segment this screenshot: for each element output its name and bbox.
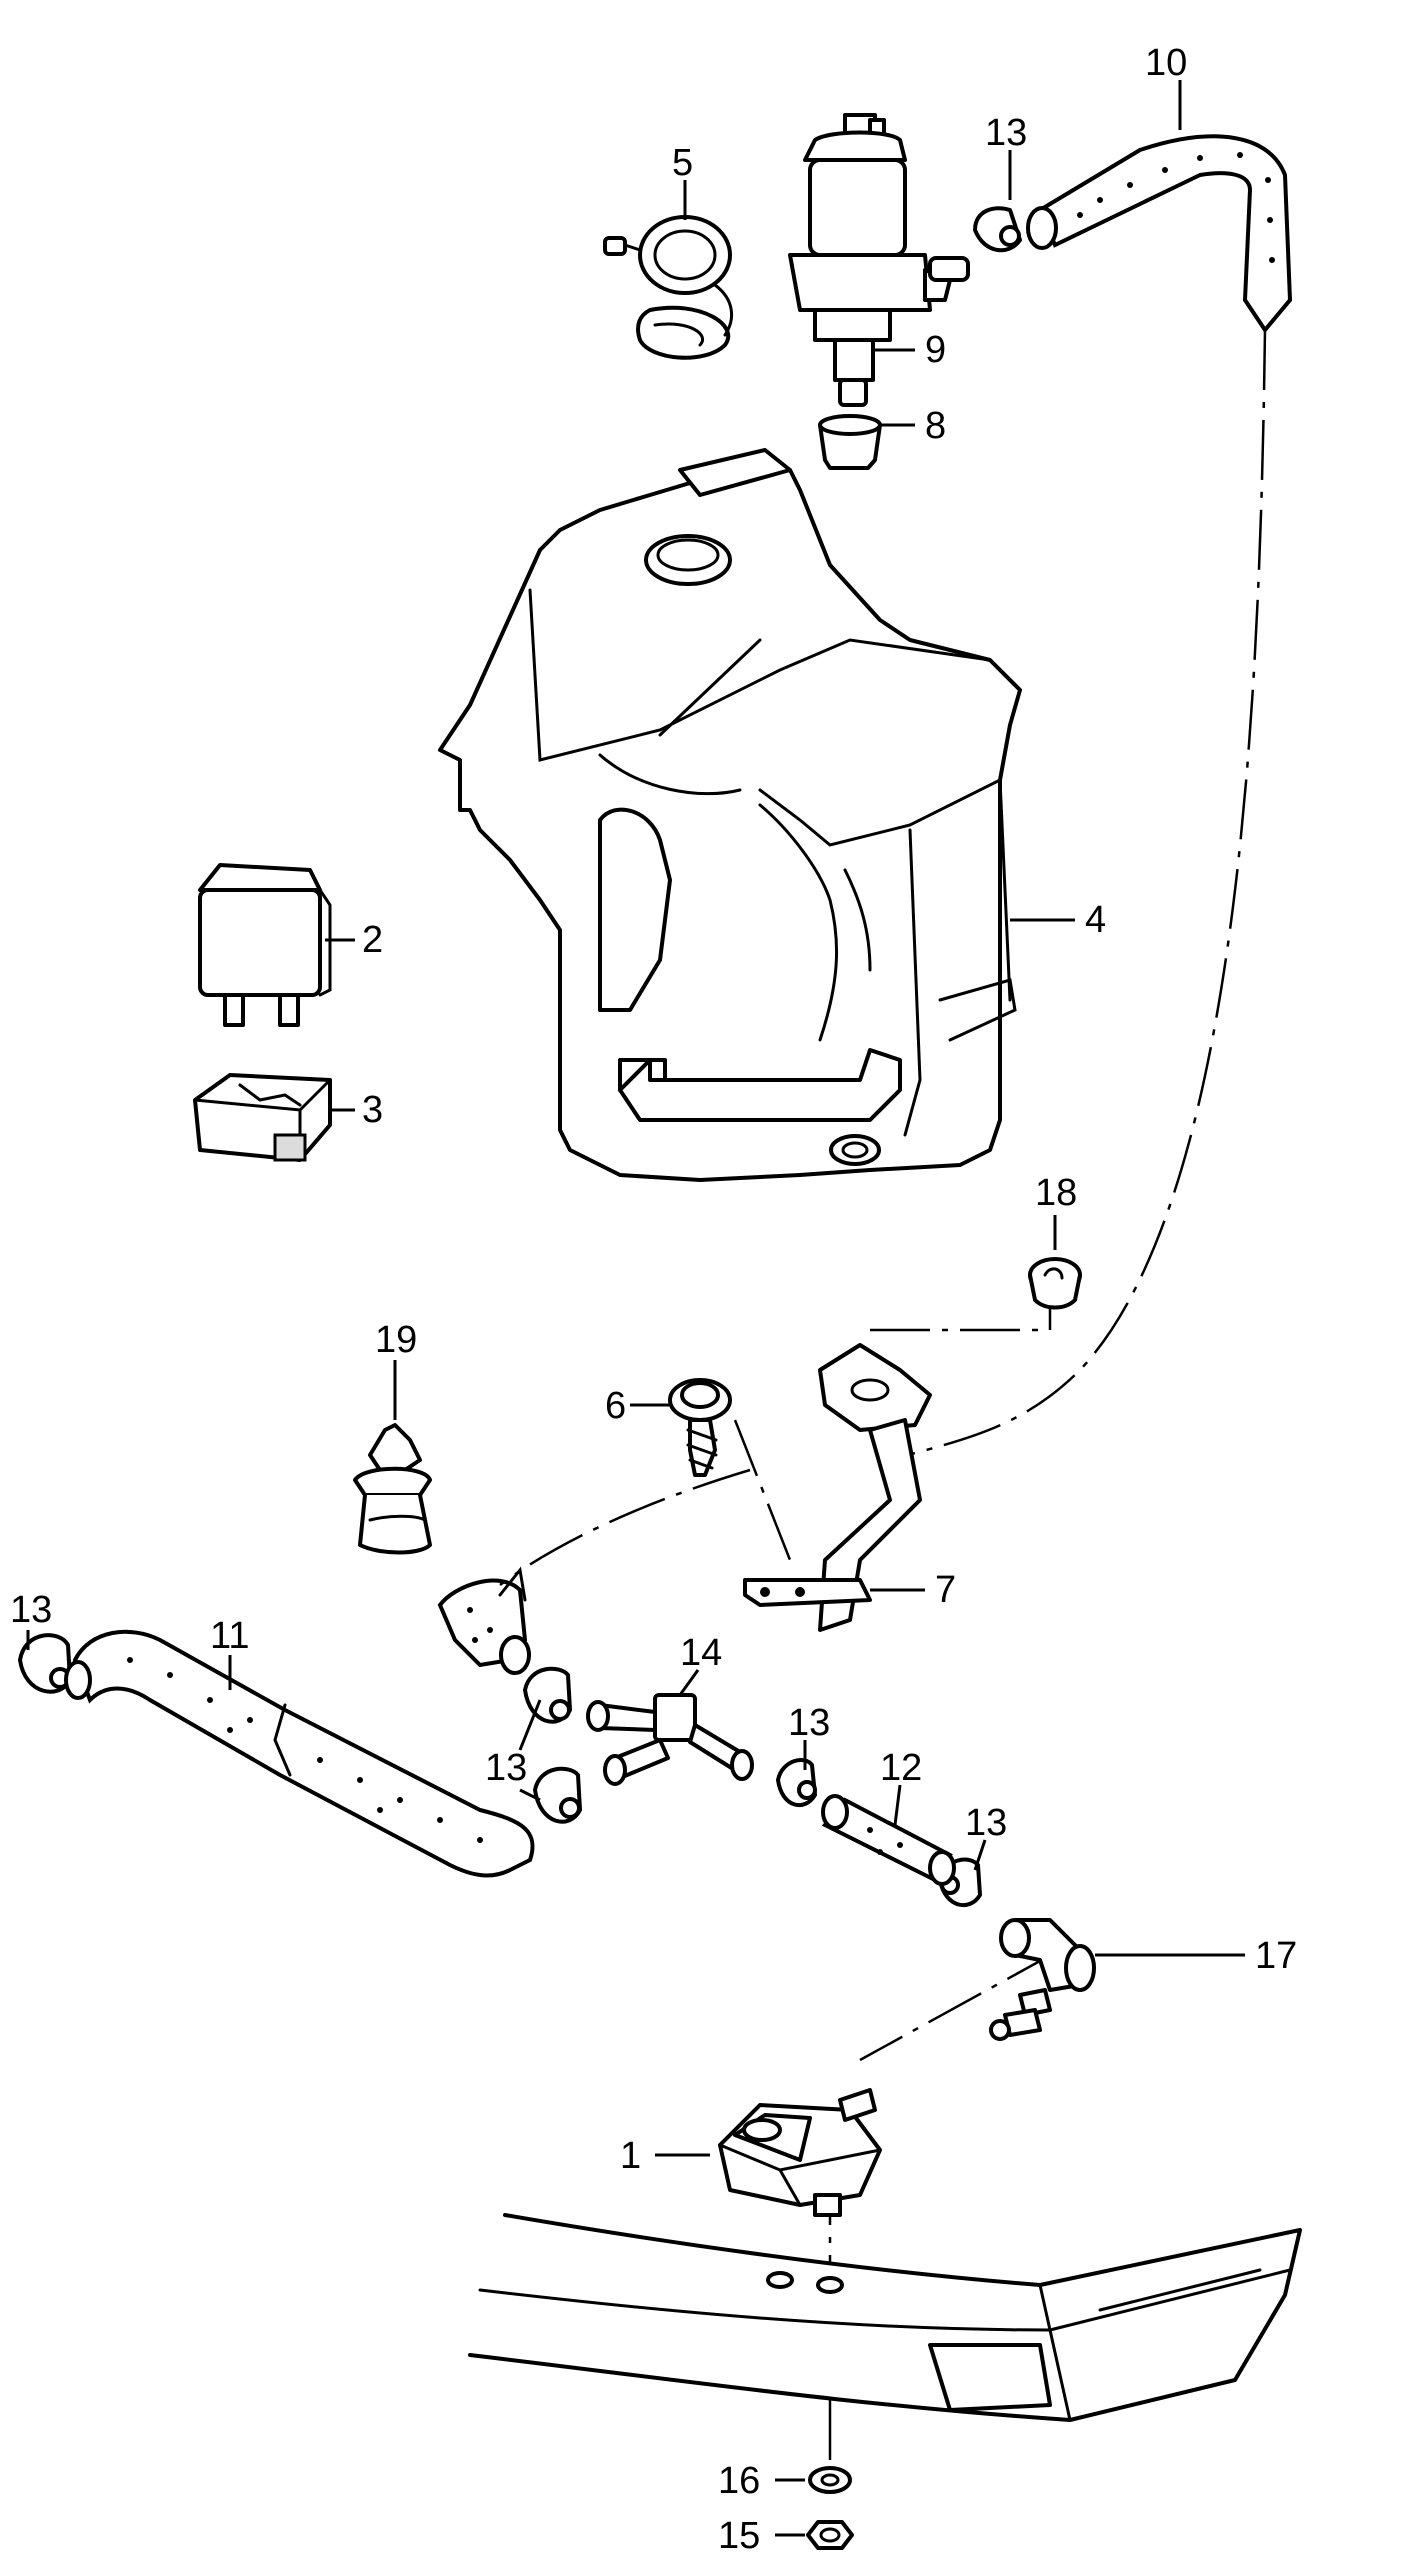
relay-2 — [198, 863, 332, 1027]
hose-clamp-13-right-a — [776, 1758, 817, 1807]
relay-socket-3 — [193, 1073, 332, 1162]
callout-13-right-a: 13 — [788, 1702, 830, 1744]
leader-lines — [26, 80, 1245, 2537]
grommet-18 — [1028, 1257, 1082, 1310]
t-connector-14 — [586, 1693, 754, 1786]
callout-13-left: 13 — [10, 1589, 52, 1631]
callout-19: 19 — [375, 1319, 417, 1361]
callout-1: 1 — [620, 2135, 641, 2177]
washer-nozzle-1 — [718, 2088, 882, 2217]
callout-5: 5 — [672, 142, 693, 184]
elbow-connector-17 — [989, 1918, 1096, 2041]
callout-9: 9 — [925, 329, 946, 371]
callout-14: 14 — [680, 1632, 722, 1674]
callout-18: 18 — [1035, 1172, 1077, 1214]
callout-7: 7 — [935, 1569, 956, 1611]
hose-11 — [64, 1629, 535, 1878]
hose-12 — [821, 1794, 956, 1886]
callout-6: 6 — [605, 1385, 626, 1427]
callout-labels: 10 13 5 9 8 4 2 3 18 19 6 7 13 11 13 14 … — [10, 42, 1297, 2557]
callout-10: 10 — [1145, 42, 1187, 84]
callout-11: 11 — [210, 1615, 249, 1657]
hose-10 — [1026, 134, 1293, 334]
hose-clamp-13-top — [973, 206, 1022, 253]
callout-15: 15 — [718, 2515, 760, 2557]
callout-13-right-b: 13 — [965, 1802, 1007, 1844]
cap-5 — [603, 215, 734, 360]
hose-stub — [437, 1566, 531, 1675]
hose-clamp-13-mid-upper — [523, 1666, 572, 1724]
clip-19 — [353, 1423, 432, 1555]
callout-13-mid: 13 — [485, 1747, 527, 1789]
callout-2: 2 — [362, 919, 383, 961]
callout-12: 12 — [880, 1747, 922, 1789]
grommet-8 — [818, 414, 882, 470]
callout-4: 4 — [1085, 899, 1106, 941]
screw-6 — [668, 1378, 732, 1477]
nut-15 — [806, 2520, 854, 2550]
hose-clamp-13-left — [18, 1633, 72, 1694]
callout-13-top: 13 — [985, 112, 1027, 154]
bracket-7 — [743, 1343, 932, 1632]
callout-17: 17 — [1255, 1935, 1297, 1977]
callout-8: 8 — [925, 405, 946, 447]
hose-clamp-13-mid-lower — [533, 1766, 582, 1824]
washer-reservoir-4 — [438, 448, 1022, 1182]
callout-16: 16 — [718, 2460, 760, 2502]
washer-16 — [808, 2466, 852, 2494]
washer-pump-9 — [788, 113, 970, 407]
callout-3: 3 — [362, 1089, 383, 1131]
bumper — [468, 2213, 1302, 2422]
